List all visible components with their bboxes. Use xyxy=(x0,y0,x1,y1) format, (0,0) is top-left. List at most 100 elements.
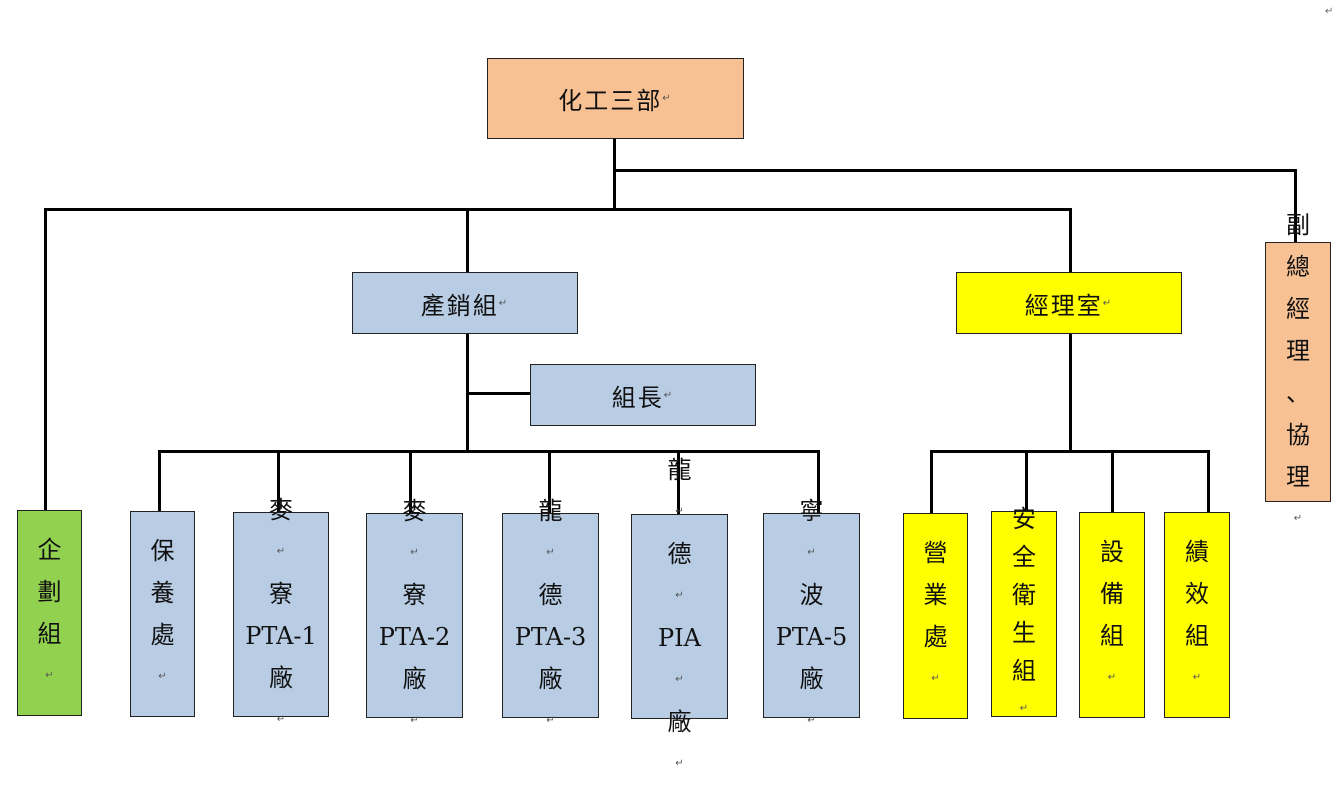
plant-line-text: 寧 xyxy=(799,496,824,525)
connector xyxy=(466,392,530,395)
plant-line: 德 xyxy=(538,580,563,609)
paragraph-mark: ↵ xyxy=(675,757,684,769)
sales-node: 產銷組↵ xyxy=(352,272,578,334)
unit-line-text: 處 xyxy=(923,623,948,651)
unit-line: 安 xyxy=(1012,505,1036,533)
unit-line: 組↵ xyxy=(1100,615,1124,699)
plant-line: 波 xyxy=(799,580,824,609)
plant-line: 廠↵ xyxy=(515,658,587,742)
planning-line: 組↵ xyxy=(38,613,62,697)
leader-label: 組長 xyxy=(611,383,664,412)
paragraph-mark: ↵ xyxy=(807,546,816,558)
plant-node-pta1: 麥↵ 寮 PTA-1 廠↵ xyxy=(233,496,329,725)
connector xyxy=(44,208,47,511)
unit-line: 組↵ xyxy=(1012,652,1036,728)
unit-node-performance: 績 效 組↵ xyxy=(1164,512,1230,718)
unit-node-equipment: 設 備 組↵ xyxy=(1079,512,1145,718)
paragraph-mark: ↵ xyxy=(1293,513,1303,524)
paragraph-mark: ↵ xyxy=(158,671,167,682)
unit-line: 組↵ xyxy=(1185,615,1209,699)
paragraph-mark: ↵ xyxy=(675,589,684,601)
manager-node: 經理室↵ xyxy=(956,272,1182,334)
connector xyxy=(1069,333,1072,453)
connector xyxy=(277,450,280,512)
paragraph-mark: ↵ xyxy=(675,673,684,685)
planning-node: 企 劃 組↵ xyxy=(17,510,82,716)
connector xyxy=(1025,450,1028,512)
unit-line: 處↵ xyxy=(924,616,948,700)
paragraph-mark: ↵ xyxy=(276,713,286,725)
unit-line: 設 xyxy=(1100,538,1124,566)
paragraph-mark: ↵ xyxy=(1107,672,1117,683)
manager-label: 經理室 xyxy=(1024,291,1103,320)
unit-node-business: 營 業 處↵ xyxy=(903,513,968,719)
unit-node-safety: 安 全 衛 生 組 ↵ xyxy=(991,505,1057,717)
plant-line-text: 龍 xyxy=(538,496,563,525)
vp-line-text: 理 xyxy=(1286,463,1310,491)
plant-line-text: 龍 xyxy=(667,455,692,484)
plant-line-text: 廠 xyxy=(667,707,692,736)
plant-line: PTA-5 xyxy=(775,622,848,651)
vp-text: 副 總 經 理 、 協 理↵ xyxy=(1286,204,1310,540)
plant-text: 麥↵ 寮 PTA-1 廠↵ xyxy=(245,489,317,741)
plant-line-text: 處 xyxy=(150,621,175,649)
plant-line: 德↵ xyxy=(658,533,701,617)
plant-line: 廠↵ xyxy=(245,657,317,741)
connector xyxy=(44,208,1072,211)
vp-line: 理 xyxy=(1286,337,1310,365)
vp-line: 協 xyxy=(1286,421,1310,449)
connector xyxy=(158,450,161,512)
unit-line: 衛 xyxy=(1012,581,1036,609)
connector xyxy=(158,450,820,453)
plant-line-text: 廠 xyxy=(402,664,427,693)
unit-line: 全 xyxy=(1012,543,1036,571)
plant-node-pta2: 麥↵ 寮 PTA-2 廠↵ xyxy=(366,497,463,726)
vp-line: 副 xyxy=(1286,211,1310,239)
plant-line-text: 德 xyxy=(667,539,692,568)
plant-line: 龍↵ xyxy=(658,449,701,533)
unit-line-text: 組 xyxy=(1012,657,1036,685)
paragraph-mark: ↵ xyxy=(1325,6,1334,17)
vp-line: 經 xyxy=(1286,295,1310,323)
plant-line: 寮 xyxy=(402,580,427,609)
plant-text: 龍↵ 德↵ PIA↵ 廠↵ xyxy=(658,449,701,785)
unit-line: 營 xyxy=(923,539,948,567)
unit-line: 備 xyxy=(1100,580,1124,608)
plant-line: PIA↵ xyxy=(658,617,701,701)
unit-line-text: 組 xyxy=(1100,622,1124,650)
paragraph-mark: ↵ xyxy=(1102,297,1114,309)
planning-line: 企 xyxy=(37,536,62,564)
unit-line: 效 xyxy=(1185,580,1209,608)
plant-line: 廠↵ xyxy=(379,658,451,742)
plant-line: 廠↵ xyxy=(776,658,848,742)
connector xyxy=(613,138,616,210)
plant-line-text: 廠 xyxy=(269,663,293,692)
connector xyxy=(930,450,1210,453)
paragraph-mark: ↵ xyxy=(807,714,816,726)
connector xyxy=(1069,208,1072,273)
root-node: 化工三部↵ xyxy=(487,58,744,139)
paragraph-mark: ↵ xyxy=(546,714,555,726)
plant-text: 保 養 處↵ xyxy=(151,530,175,698)
planning-line: 劃 xyxy=(37,578,62,606)
plant-line-text: 麥 xyxy=(402,496,427,525)
planning-line-text: 組 xyxy=(37,620,62,648)
paragraph-mark: ↵ xyxy=(546,546,555,558)
unit-line: 生 xyxy=(1012,619,1036,647)
unit-line: 績 xyxy=(1185,538,1209,566)
plant-line-text: 廠 xyxy=(538,664,563,693)
connector xyxy=(548,450,551,514)
plant-node-pta3: 龍↵ 德 PTA-3 廠↵ xyxy=(502,497,599,726)
connector xyxy=(1111,450,1114,513)
unit-text: 營 業 處↵ xyxy=(924,532,948,700)
paragraph-mark: ↵ xyxy=(1019,703,1029,714)
paragraph-mark: ↵ xyxy=(498,297,510,309)
plant-line: 處↵ xyxy=(151,614,175,698)
connector xyxy=(613,169,1297,172)
plant-line-text: 麥 xyxy=(269,495,293,524)
plant-text: 龍↵ 德 PTA-3 廠↵ xyxy=(515,490,587,742)
plant-text: 寧 ↵ 波 PTA-5 廠↵ xyxy=(776,490,848,742)
paragraph-mark: ↵ xyxy=(662,93,673,104)
paragraph-mark: ↵ xyxy=(931,673,940,684)
vp-line: 理↵ xyxy=(1286,456,1310,540)
